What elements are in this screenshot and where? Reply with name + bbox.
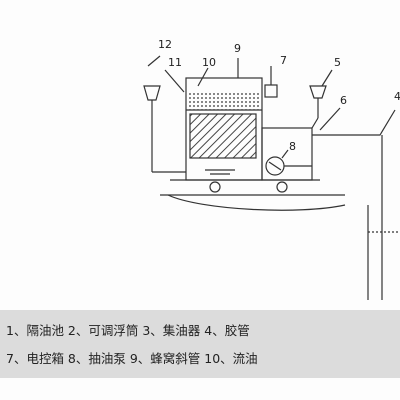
legend-line-1: 1、隔油池 2、可调浮筒 3、集油器 4、胶管 [6, 323, 250, 338]
control-box [264, 84, 278, 98]
pump-mark [268, 161, 282, 171]
honeycomb-tube-block [189, 113, 257, 159]
leader-12 [147, 55, 161, 67]
wheel-left [209, 181, 221, 193]
equipment-diagram: 12 11 10 9 7 5 6 8 4 [143, 38, 400, 300]
legend-line-2: 7、电控箱 8、抽油泵 9、蜂窝斜管 10、流油 [6, 351, 258, 366]
leader-6 [319, 107, 341, 131]
label-12: 12 [158, 38, 172, 51]
leader-5 [321, 69, 333, 87]
right-funnel-link [311, 117, 319, 129]
leader-8 [281, 149, 289, 159]
left-funnel [143, 85, 161, 101]
leader-10 [197, 67, 209, 87]
leader-11 [164, 69, 185, 93]
label-11: 11 [168, 56, 182, 69]
wheel-right [276, 181, 288, 193]
label-5: 5 [334, 56, 341, 69]
label-7: 7 [280, 54, 287, 67]
pump-compartment [261, 127, 313, 181]
ground-mound [167, 194, 346, 211]
dotted-band [187, 92, 261, 110]
legend-panel: 1、隔油池 2、可调浮筒 3、集油器 4、胶管 7、电控箱 8、抽油泵 9、蜂窝… [0, 310, 400, 378]
label-8: 8 [289, 140, 296, 153]
label-6: 6 [340, 94, 347, 107]
hose [312, 109, 396, 136]
label-10: 10 [202, 56, 216, 69]
label-9: 9 [234, 42, 241, 55]
right-funnel [309, 85, 327, 99]
label-4: 4 [394, 90, 400, 103]
